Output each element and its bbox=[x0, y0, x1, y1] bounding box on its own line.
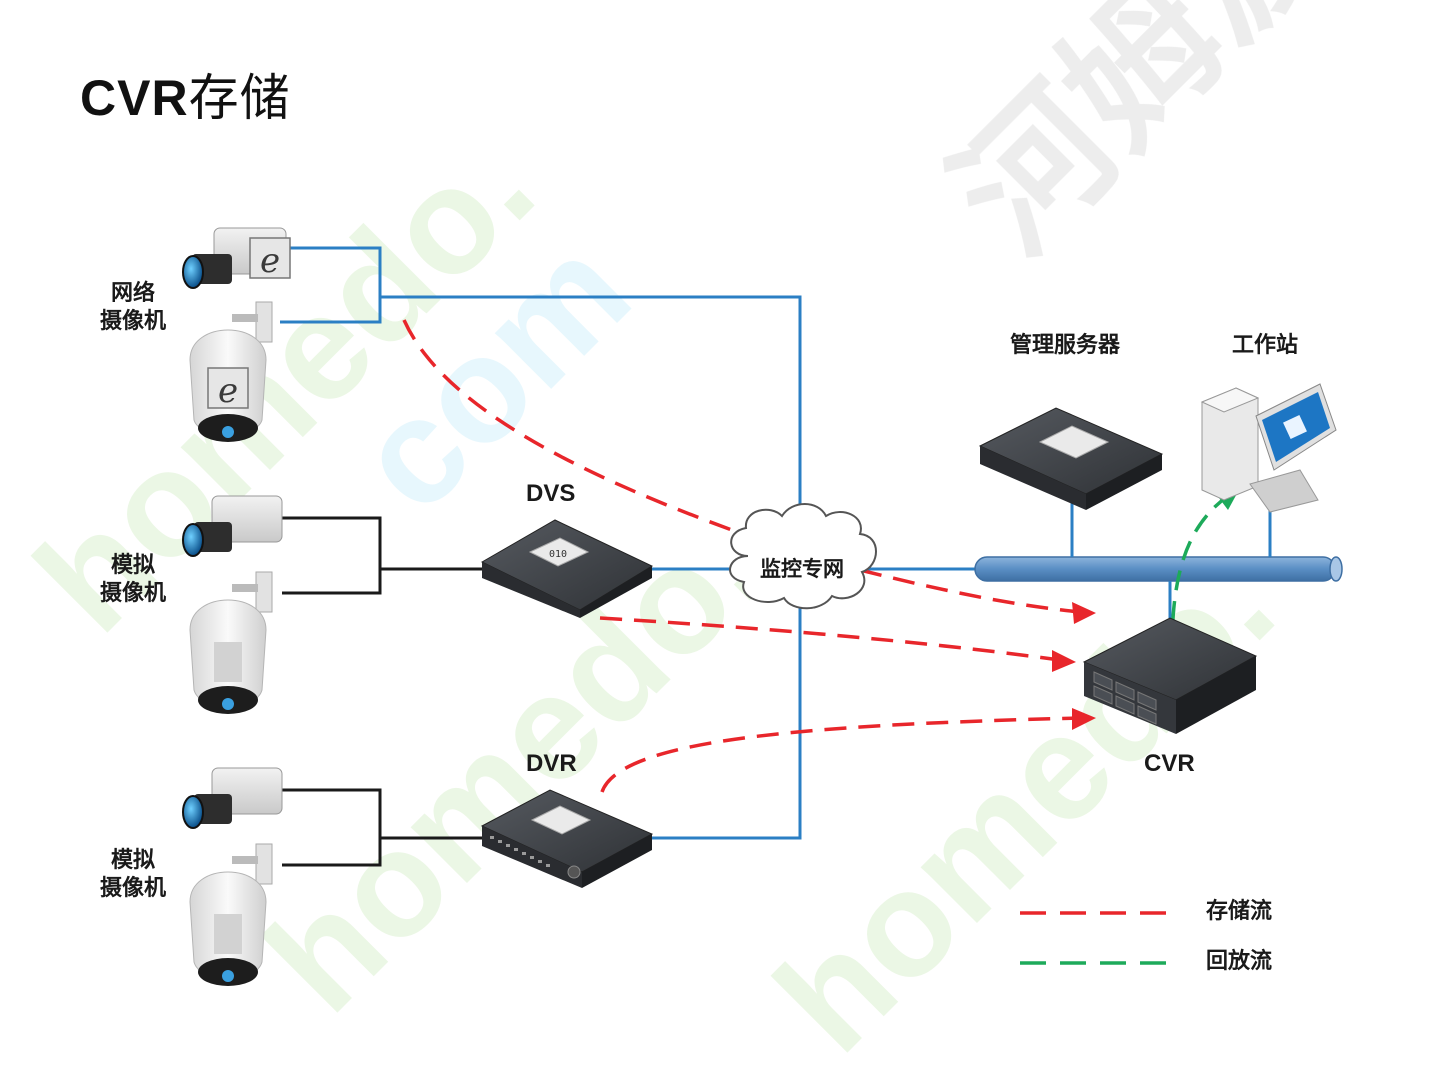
svg-text:010: 010 bbox=[549, 549, 567, 560]
analog-box-camera-2-icon bbox=[182, 767, 283, 829]
cvr-label: CVR bbox=[1144, 750, 1195, 777]
network-camera-label-line2: 摄像机 bbox=[99, 309, 166, 334]
analog-camera-2-label-line2: 摄像机 bbox=[99, 876, 166, 901]
recorder-wiring bbox=[650, 567, 975, 840]
dvs-device-icon: 010 bbox=[480, 519, 654, 618]
svg-text:e: e bbox=[260, 241, 280, 281]
page-title: CVR存储 bbox=[80, 58, 291, 130]
analog-camera-1-wiring bbox=[280, 516, 482, 595]
analog-dome-camera-1-icon bbox=[189, 571, 273, 714]
storage-flows bbox=[402, 319, 1081, 793]
analog-camera-1-label: 模拟 摄像机 bbox=[93, 552, 173, 608]
workstation-label: 工作站 bbox=[1232, 333, 1299, 358]
title-cjk: 存储 bbox=[188, 69, 291, 127]
network-camera-label: 网络 摄像机 bbox=[93, 280, 173, 336]
management-server-icon bbox=[978, 407, 1164, 510]
network-bus bbox=[974, 556, 1343, 582]
legend-playback-label: 回放流 bbox=[1206, 949, 1273, 974]
management-server-label: 管理服务器 bbox=[1010, 333, 1121, 358]
cvr-device-icon bbox=[1082, 617, 1258, 734]
cloud-label: 监控专网 bbox=[760, 557, 844, 581]
dvr-label: DVR bbox=[526, 750, 577, 777]
network-box-camera-icon: e bbox=[182, 227, 291, 289]
network-dome-camera-icon: e bbox=[189, 301, 273, 442]
svg-text:homedo.: homedo. bbox=[744, 522, 1305, 1080]
analog-camera-2-label-line1: 模拟 bbox=[110, 848, 155, 873]
svg-text:河姆渡: 河姆渡 bbox=[922, 0, 1363, 285]
legend-storage-label: 存储流 bbox=[1206, 899, 1273, 924]
analog-camera-1-label-line1: 模拟 bbox=[110, 553, 155, 578]
storage-flow-arrowheads bbox=[1052, 602, 1096, 730]
analog-camera-2-label: 模拟 摄像机 bbox=[93, 847, 173, 903]
svg-text:e: e bbox=[218, 371, 238, 411]
analog-camera-2-wiring bbox=[280, 788, 482, 867]
network-camera-label-line1: 网络 bbox=[110, 281, 155, 306]
analog-camera-1-label-line2: 摄像机 bbox=[99, 581, 166, 606]
analog-dome-camera-2-icon bbox=[189, 843, 273, 986]
dvs-label: DVS bbox=[526, 480, 576, 507]
workstation-icon bbox=[1200, 383, 1337, 513]
cloud-network-icon bbox=[729, 503, 877, 610]
title-latin: CVR bbox=[80, 70, 189, 126]
network-camera-wiring bbox=[280, 246, 802, 540]
analog-box-camera-1-icon bbox=[182, 495, 283, 557]
dvr-device-icon bbox=[480, 789, 654, 888]
